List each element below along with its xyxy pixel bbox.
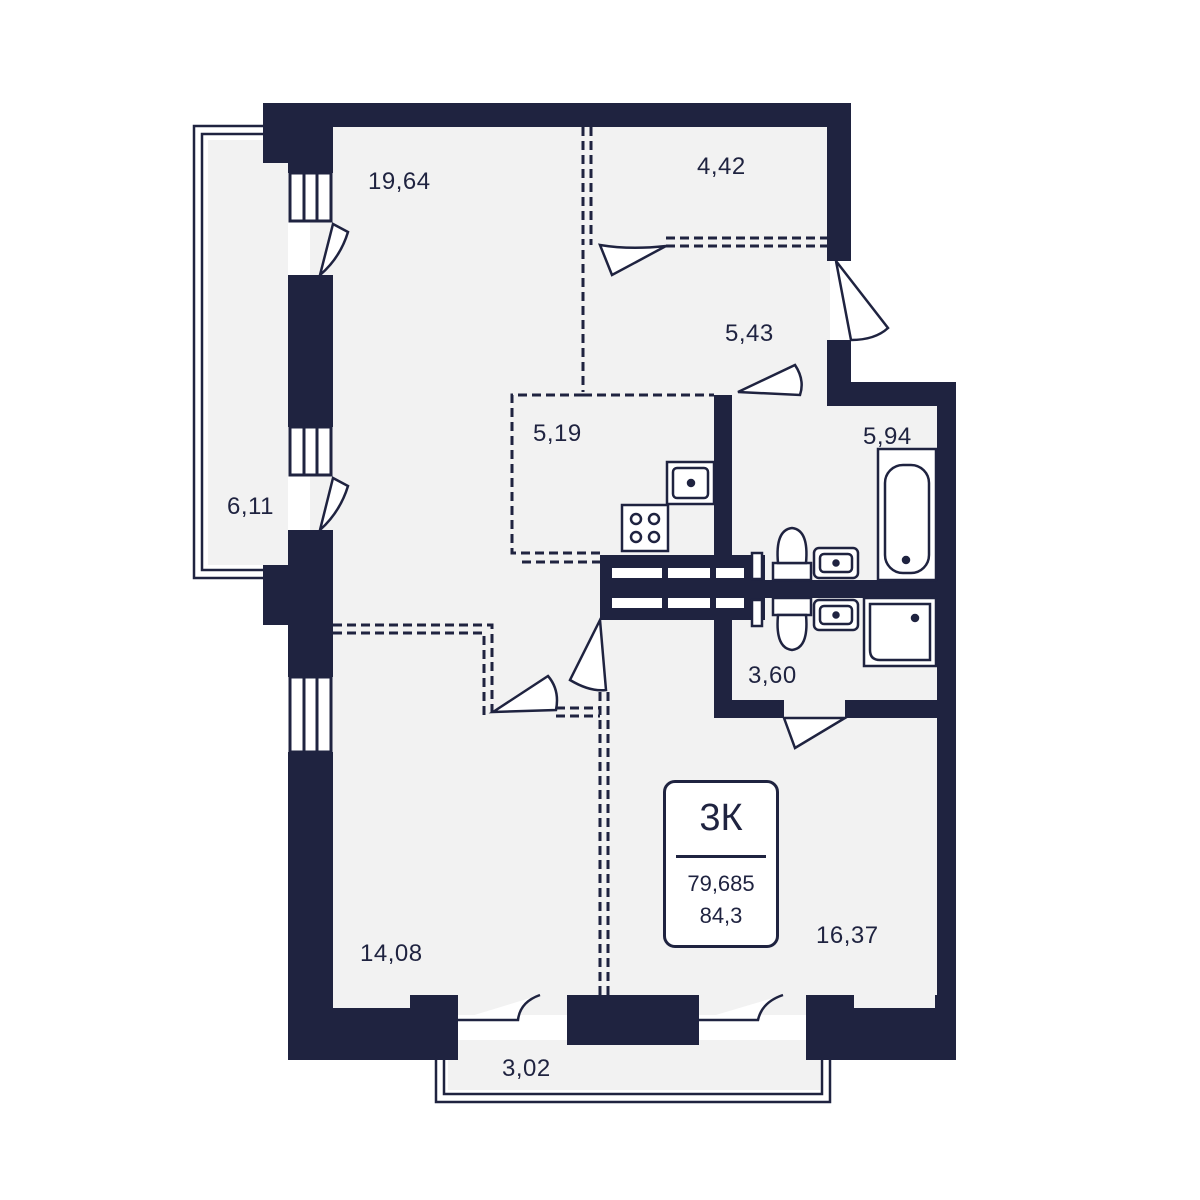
small-fixture-markers — [750, 551, 764, 628]
walls — [263, 103, 956, 1060]
shower-tray — [862, 596, 938, 668]
area-bedroom-2: 16,37 — [816, 922, 879, 949]
area-storage: 4,42 — [697, 153, 746, 180]
washbasin-wc — [812, 598, 860, 632]
area-kitchen-niche: 5,19 — [533, 420, 582, 447]
ventilation-shaft — [612, 568, 744, 608]
window-mullions — [302, 173, 319, 752]
area-living-room: 19,64 — [368, 168, 431, 195]
toilet-bathroom — [771, 526, 813, 582]
toilet-wc — [771, 596, 813, 652]
balcony-bottom-frame — [434, 1045, 832, 1104]
balcony-left-frame — [192, 124, 288, 580]
badge-divider — [676, 855, 766, 858]
bathtub — [876, 447, 938, 582]
area-living-total: 79,685 — [687, 871, 755, 896]
partitions-dashed — [333, 127, 827, 995]
kitchen-sink — [665, 460, 716, 506]
area-bathroom: 5,94 — [863, 423, 912, 450]
area-total: 84,3 — [699, 903, 743, 928]
door-swings — [317, 222, 890, 1022]
windows — [288, 171, 333, 754]
washbasin-bathroom — [812, 546, 860, 580]
apartment-info-badge: 3К 79,685 84,3 — [663, 780, 779, 948]
area-hallway: 5,43 — [725, 320, 774, 347]
area-wc: 3,60 — [748, 662, 797, 689]
apartment-type: 3К — [699, 797, 743, 839]
area-bedroom-1: 14,08 — [360, 940, 423, 967]
area-balcony-bottom: 3,02 — [502, 1055, 551, 1082]
area-balcony-left: 6,11 — [227, 493, 274, 520]
kitchen-stove — [620, 503, 670, 553]
